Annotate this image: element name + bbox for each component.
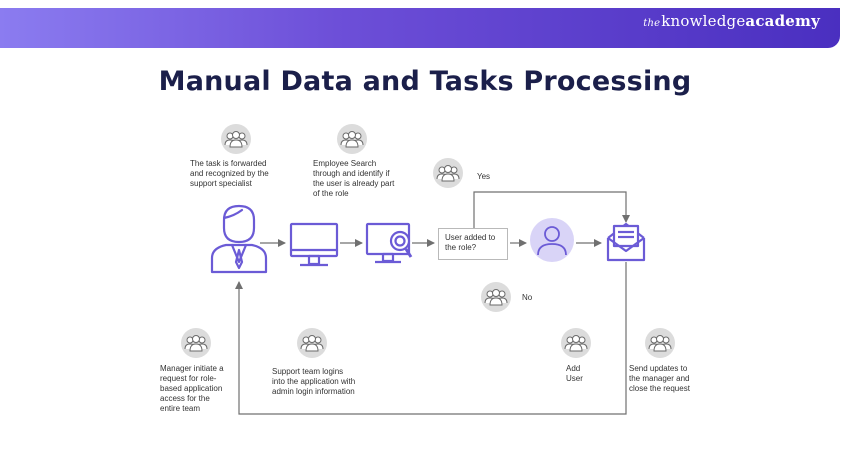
label-forwarded: The task is forwarded and recognized by … xyxy=(190,159,269,188)
arrow-yes-path xyxy=(473,191,630,228)
flow-arrows xyxy=(235,191,630,415)
brand-logo[interactable]: theknowledgeacademy xyxy=(643,12,820,30)
label-add-user: Add User xyxy=(566,364,583,383)
page-title: Manual Data and Tasks Processing xyxy=(158,66,692,97)
arrow-return-loop xyxy=(235,262,627,415)
label-search: Employee Search through and identify if … xyxy=(313,159,395,198)
people-group-icon xyxy=(561,328,591,358)
label-yes: Yes xyxy=(477,172,491,181)
label-login: Support team logins into the application… xyxy=(272,367,356,396)
people-group-icon xyxy=(337,124,367,154)
decision-box: User added to the role? xyxy=(438,228,508,260)
people-group-icon xyxy=(645,328,675,358)
envelope-icon xyxy=(606,222,646,262)
people-group-icon xyxy=(297,328,327,358)
label-send-updates: Send updates to the manager and close th… xyxy=(629,364,690,393)
people-group-icon xyxy=(433,158,463,188)
label-no: No xyxy=(522,293,533,302)
people-group-icon xyxy=(221,124,251,154)
top-banner xyxy=(0,8,840,48)
person-icon xyxy=(210,204,268,274)
people-group-icon xyxy=(481,282,511,312)
user-avatar-icon xyxy=(530,218,574,262)
monitor-search-icon xyxy=(365,222,413,264)
label-manager: Manager initiate a request for role- bas… xyxy=(160,364,224,413)
monitor-icon xyxy=(289,222,339,267)
decision-label: User added to the role? xyxy=(445,233,496,252)
people-group-icon xyxy=(181,328,211,358)
